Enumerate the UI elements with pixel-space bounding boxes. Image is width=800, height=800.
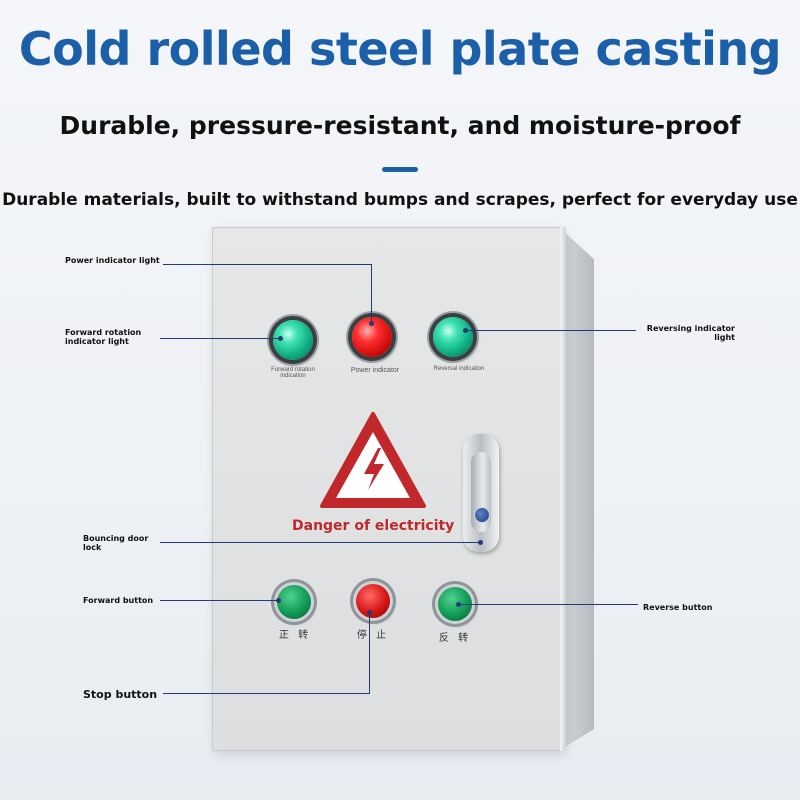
reverse-button-cn-label: 反 转	[438, 633, 472, 644]
leader-dot	[478, 540, 483, 545]
stop-button[interactable]	[356, 584, 390, 618]
callout-forward-button: Forward button	[83, 596, 154, 605]
leader-line	[160, 600, 278, 601]
callout-door-lock: Bouncing door lock	[83, 534, 149, 552]
power-lamp-label: Power indicator	[350, 367, 400, 374]
leader-dot	[278, 336, 283, 341]
leader-line	[458, 604, 638, 605]
divider	[382, 167, 418, 172]
callout-power-indicator: Power indicator light	[65, 256, 160, 265]
leader-line	[160, 542, 480, 543]
high-voltage-warning-icon	[320, 412, 426, 508]
page-subtitle: Durable, pressure-resistant, and moistur…	[59, 111, 741, 140]
leader-line	[466, 330, 636, 331]
callout-reversing-indicator: Reversing indicator light	[646, 324, 735, 342]
leader-dot	[367, 610, 372, 615]
callout-reverse-button: Reverse button	[643, 603, 713, 612]
forward-button[interactable]	[277, 585, 311, 619]
leader-line	[160, 338, 280, 339]
leader-line	[369, 612, 370, 694]
reverse-indicator-lamp	[433, 317, 473, 357]
stop-button-cn-label: 停 止	[356, 630, 390, 641]
forward-lamp-label: Forward rotation indication	[271, 367, 315, 379]
callout-stop-button: Stop button	[83, 688, 158, 701]
forward-button-cn-label: 正 转	[278, 630, 312, 641]
cabinet-edge	[560, 227, 566, 751]
warning-text: Danger of electricity	[292, 518, 455, 534]
leader-dot	[369, 321, 374, 326]
leader-dot	[463, 328, 468, 333]
page-title: Cold rolled steel plate casting	[18, 22, 782, 76]
lock-icon[interactable]	[474, 507, 490, 523]
reverse-lamp-label: Reversal indication	[433, 366, 485, 372]
tagline: Durable materials, built to withstand bu…	[2, 190, 798, 210]
leader-line	[371, 264, 372, 324]
callout-forward-indicator: Forward rotation indicator light	[65, 328, 142, 346]
leader-line	[163, 264, 372, 265]
leader-line	[163, 693, 370, 694]
leader-dot	[276, 598, 281, 603]
leader-dot	[456, 602, 461, 607]
